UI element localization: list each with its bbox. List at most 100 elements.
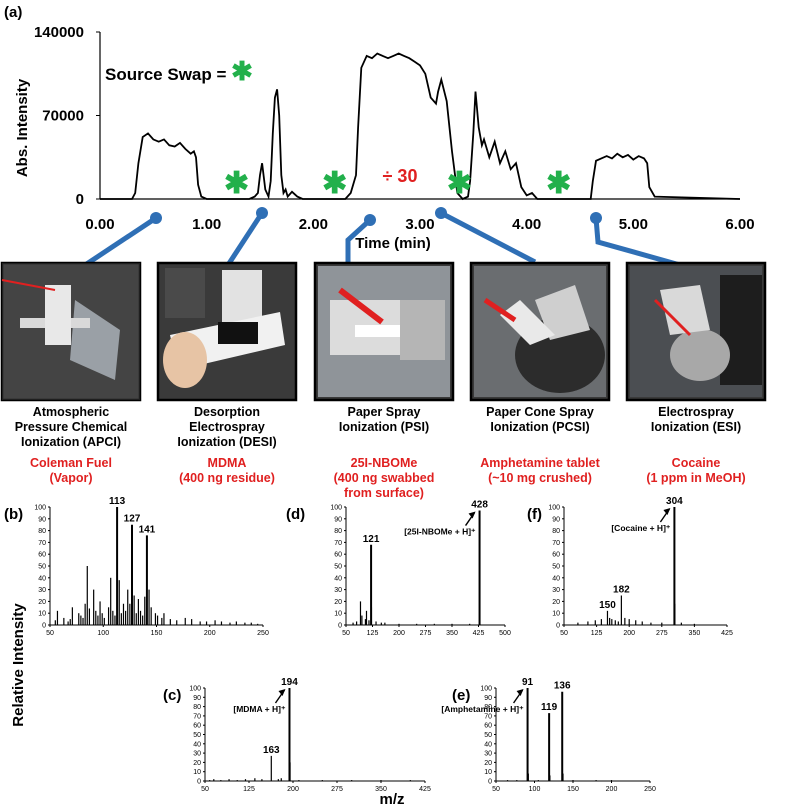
spectrum-y-tick-label: 30 [484, 751, 492, 758]
chromatogram-x-tick-label: 1.00 [192, 216, 221, 233]
sample-nbome-line1: 25I-NBOMe [351, 456, 418, 470]
spectrum-y-tick-label: 20 [334, 599, 342, 606]
sample-coleman-line2: (Vapor) [49, 471, 92, 485]
spectrum-y-tick-label: 70 [552, 540, 560, 547]
spectrum-x-tick-label: 100 [529, 786, 541, 793]
desi-photo [156, 261, 298, 402]
spectrum-y-tick-label: 40 [38, 575, 46, 582]
spectrum-y-tick-label: 80 [334, 528, 342, 535]
chromatogram-x-tick-label: 5.00 [619, 216, 648, 233]
spectrum-peak-label: 194 [281, 677, 298, 688]
connector-psi-dot [364, 214, 376, 226]
esi-photo [625, 261, 767, 402]
spectrum-y-tick-label: 50 [334, 564, 342, 571]
annotation-arrowhead [468, 511, 476, 519]
spectrum-y-tick-label: 0 [488, 779, 492, 786]
psi-photo [313, 261, 455, 402]
spectrum-y-tick-label: 60 [552, 552, 560, 559]
spectrum-x-tick-label: 50 [560, 630, 568, 637]
method-pcsi-line2: Ionization (PCSI) [490, 420, 589, 434]
spectrum-ion-annotation: [MDMA + H]⁺ [233, 704, 286, 714]
spectrum-y-tick-label: 50 [38, 564, 46, 571]
sample-nbome-line3: from surface) [344, 486, 424, 500]
spectrum-x-tick-label: 150 [567, 786, 579, 793]
spectrum-x-tick-label: 50 [492, 786, 500, 793]
spectrum-y-tick-label: 70 [334, 540, 342, 547]
spectrum-y-tick-label: 90 [334, 516, 342, 523]
spectrum-y-tick-label: 40 [552, 575, 560, 582]
spectrum-x-tick-label: 425 [473, 630, 485, 637]
panel-b-label: (b) [4, 506, 23, 523]
spectrum-y-tick-label: 10 [484, 769, 492, 776]
spectrum-y-tick-label: 50 [552, 564, 560, 571]
chromatogram-trace [100, 52, 741, 201]
spectrum-y-tick-label: 60 [334, 552, 342, 559]
connector-esi [593, 217, 681, 268]
spectra-y-axis-title: Relative Intensity [10, 603, 27, 727]
spectrum-peak-label: 163 [263, 745, 280, 756]
method-desi-line3: Ionization (DESI) [177, 435, 276, 449]
spectrum-x-tick-label: 50 [342, 630, 350, 637]
method-esi-line1: Electrospray [658, 405, 734, 419]
connector-pcsi [439, 210, 537, 265]
source-swap-star-icon: ✱ [231, 56, 253, 86]
connector-esi-dot [590, 212, 602, 224]
spectrum-y-tick-label: 100 [480, 686, 492, 693]
panel-c-label: (c) [163, 687, 181, 704]
spectrum-x-tick-label: 200 [204, 630, 216, 637]
spectrum-y-tick-label: 80 [484, 704, 492, 711]
spectrum-y-tick-label: 30 [38, 587, 46, 594]
source-swap-star-icon: ✱ [447, 167, 472, 200]
spectrum-y-tick-label: 50 [484, 732, 492, 739]
sample-cocaine-line1: Cocaine [672, 456, 721, 470]
spectrum-peak-label: 150 [599, 600, 616, 611]
spectrum-peak-label: 141 [139, 524, 156, 535]
method-desi-line2: Electrospray [189, 420, 265, 434]
chromatogram-x-tick-label: 3.00 [405, 216, 434, 233]
spectrum-y-tick-label: 80 [193, 704, 201, 711]
spectrum-x-tick-label: 275 [331, 786, 343, 793]
spectrum-y-tick-label: 20 [552, 599, 560, 606]
chromatogram-x-tick-label: 0.00 [85, 216, 114, 233]
panel-a-label: (a) [4, 4, 22, 21]
connector-desi-dot [256, 207, 268, 219]
spectrum-peak-label: 127 [124, 514, 141, 525]
divide-by-30-label: ÷ 30 [383, 166, 418, 186]
source-swap-star-icon: ✱ [224, 167, 249, 200]
spectrum-y-tick-label: 40 [484, 741, 492, 748]
spectrum-peak-label: 121 [363, 534, 380, 545]
chromatogram-x-tick-label: 2.00 [299, 216, 328, 233]
spectrum-x-tick-label: 125 [367, 630, 379, 637]
spectrum-y-tick-label: 0 [197, 779, 201, 786]
spectrum-y-tick-label: 100 [34, 505, 46, 512]
spectrum-x-tick-label: 275 [656, 630, 668, 637]
spectrum-y-tick-label: 40 [334, 575, 342, 582]
apci-photo [0, 261, 142, 402]
source-swap-text: Source Swap = [105, 65, 231, 84]
annotation-arrowhead [278, 689, 286, 696]
spectrum-y-tick-label: 40 [193, 741, 201, 748]
method-apci-line3: Ionization (APCI) [21, 435, 121, 449]
method-labels: Atmospheric Pressure Chemical Ionization… [15, 405, 741, 449]
method-apci-line1: Atmospheric [33, 405, 109, 419]
spectrum-x-tick-label: 50 [201, 786, 209, 793]
spectrum-y-tick-label: 10 [552, 611, 560, 618]
spectrum-y-tick-label: 10 [38, 611, 46, 618]
spectrum-y-tick-label: 20 [193, 760, 201, 767]
spectrum-x-tick-label: 200 [606, 786, 618, 793]
spectrum-x-tick-label: 425 [721, 630, 733, 637]
method-pcsi-line1: Paper Cone Spray [486, 405, 594, 419]
spectrum-ion-annotation: [Cocaine + H]⁺ [611, 523, 671, 533]
spectrum-x-tick-label: 50 [46, 630, 54, 637]
spectrum-peak-label: 91 [522, 677, 534, 688]
spectrum-peak-label: 136 [554, 681, 571, 692]
spectrum-y-tick-label: 30 [193, 751, 201, 758]
panel-d-label: (d) [286, 506, 305, 523]
spectrum-x-tick-label: 200 [393, 630, 405, 637]
connector-pcsi-dot [435, 207, 447, 219]
connector-apci-dot [150, 212, 162, 224]
